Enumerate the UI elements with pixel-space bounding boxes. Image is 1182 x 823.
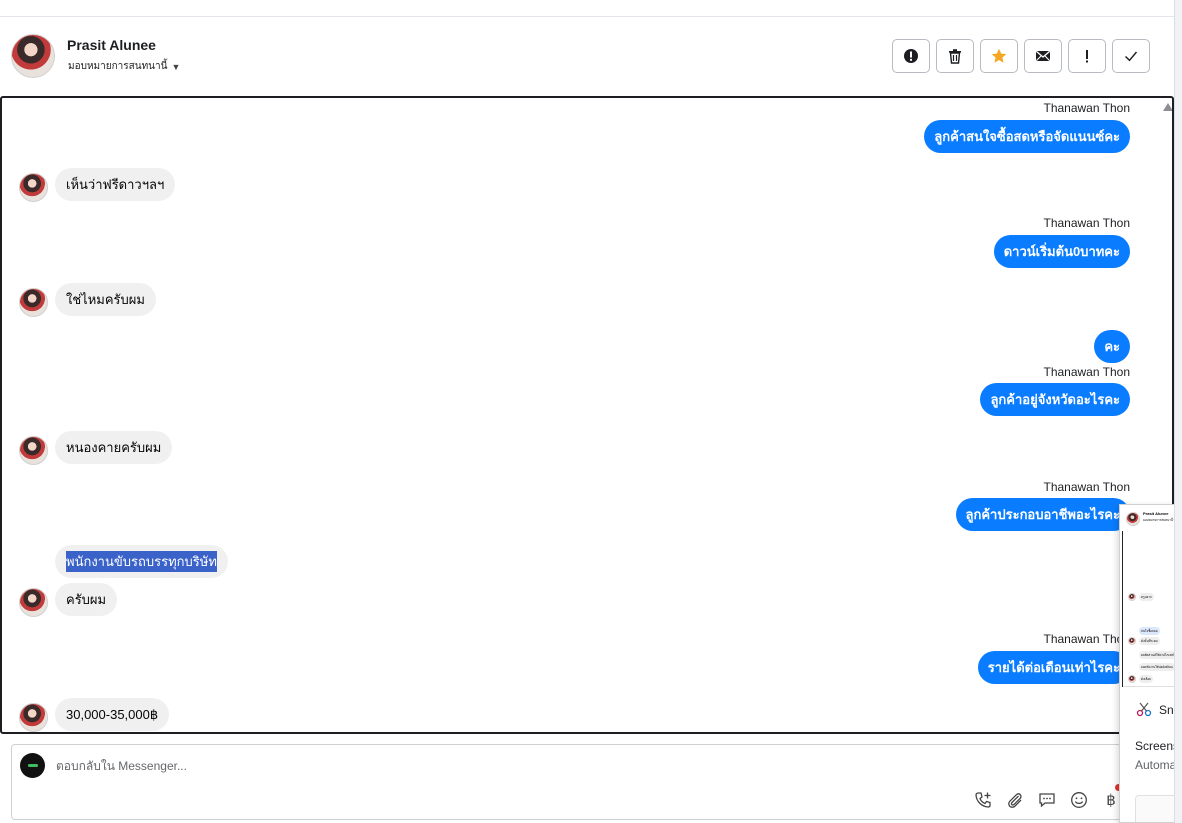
incoming-message[interactable]: ใช่ไหมครับผม — [55, 283, 156, 316]
delete-button[interactable] — [936, 39, 974, 73]
window-scrollbar[interactable] — [1174, 0, 1182, 823]
message-sender: Thanawan Thon — [1043, 101, 1130, 115]
saved-reply-icon[interactable] — [1036, 789, 1058, 811]
thumbnail-name: Prasit Alunee — [1143, 511, 1169, 516]
thumbnail-bubble: ดังนั้นที่ระดม — [1139, 637, 1160, 645]
thumbnail-message-avatar — [1128, 593, 1136, 601]
outgoing-message[interactable]: ลูกค้าสนใจซื้อสดหรือจัดแนนซ์คะ — [924, 120, 1130, 153]
message-sender: Thanawan Thon — [1043, 365, 1130, 379]
star-button[interactable] — [980, 39, 1018, 73]
assign-conversation-dropdown[interactable]: มอบหมายการสนทนานี้ ▼ — [68, 59, 180, 74]
contact-avatar-small[interactable] — [19, 588, 48, 617]
baht-icon[interactable]: ฿ — [1106, 792, 1116, 809]
mail-icon — [1036, 51, 1050, 61]
contact-avatar[interactable] — [11, 34, 55, 78]
outgoing-message[interactable]: คะ — [1094, 330, 1130, 363]
contact-name[interactable]: Prasit Alunee — [67, 37, 156, 53]
top-divider — [0, 16, 1174, 17]
incoming-message[interactable]: เห็นว่าฟรีดาวฯลฯ — [55, 168, 176, 201]
incoming-message[interactable]: ครับผม — [55, 583, 118, 616]
thumbnail-bubble: ครูบอาจ — [1139, 593, 1154, 601]
thumbnail-subtitle: มอบหมายการสนทนานี้ ▾ — [1143, 518, 1176, 522]
trash-icon — [949, 49, 961, 64]
incoming-message[interactable]: พนักงานขับรถบรรทุกบริษัท — [55, 545, 228, 578]
emoji-icon[interactable] — [1068, 789, 1090, 811]
thumbnail-bubble: ยอดชั่งงานให้ปอย์เพลิอน — [1139, 663, 1175, 671]
scissors-icon — [1136, 702, 1152, 717]
assign-label: มอบหมายการสนทนานี้ — [68, 61, 168, 72]
message-sender: Thanawan Thon — [1043, 216, 1130, 230]
snip-subtitle: Automa — [1135, 758, 1177, 772]
message-thread[interactable]: Thanawan Thon ลูกค้าสนใจซื้อสดหรือจัดแนน… — [0, 96, 1174, 734]
check-icon — [1125, 51, 1138, 62]
scroll-up-arrow-icon[interactable] — [1163, 103, 1172, 111]
star-icon — [991, 48, 1007, 63]
call-add-icon[interactable] — [972, 789, 994, 811]
header-actions — [892, 39, 1150, 73]
contact-avatar-small[interactable] — [19, 703, 48, 732]
follow-up-button[interactable] — [1068, 39, 1106, 73]
outgoing-message[interactable]: รายได้ต่อเดือนเท่าไรคะ — [977, 651, 1130, 684]
thumbnail-message-avatar — [1128, 675, 1136, 683]
thumbnail-avatar — [1126, 512, 1140, 526]
thumbnail-bubble: ดังเลือย — [1139, 675, 1153, 683]
notification-dot — [1115, 784, 1122, 791]
selected-text[interactable]: พนักงานขับรถบรรทุกบริษัท — [66, 551, 217, 572]
report-icon — [904, 49, 918, 63]
composer-tools: ฿ — [972, 789, 1122, 811]
caret-down-icon: ▼ — [171, 61, 181, 72]
incoming-message[interactable]: หนองคายครับผม — [55, 431, 173, 464]
mark-unread-button[interactable] — [1024, 39, 1062, 73]
snip-title: Screens — [1135, 739, 1180, 753]
screenshot-thumbnail[interactable]: Prasit Alunee มอบหมายการสนทนานี้ ▾ ครูบอ… — [1122, 507, 1182, 687]
conversation-header: Prasit Alunee มอบหมายการสนทนานี้ ▼ — [0, 17, 1174, 97]
thumbnail-bubble: สนใจซื้อลมอ — [1139, 627, 1160, 635]
thumbnail-bubble: ผลสัดส่วนค์ให้ค่าอ์โกเลทนี้ — [1139, 651, 1178, 659]
outgoing-message[interactable]: ลูกค้าอยู่จังหวัดอะไรคะ — [980, 383, 1130, 416]
outgoing-message[interactable]: ดาวน์เริ่มต้น0บาทคะ — [993, 235, 1130, 268]
page-avatar — [20, 753, 45, 778]
outgoing-message[interactable]: ลูกค้าประกอบอาชีพอะไรคะ — [955, 498, 1130, 531]
snipping-tool-notification[interactable]: Prasit Alunee มอบหมายการสนทนานี้ ▾ ครูบอ… — [1119, 504, 1182, 823]
thumbnail-message-avatar — [1128, 637, 1136, 645]
important-icon — [1086, 50, 1088, 63]
reply-composer: ฿ — [11, 744, 1174, 820]
report-spam-button[interactable] — [892, 39, 930, 73]
message-sender: Thanawan Thon — [1043, 480, 1130, 494]
thumbnail-frame: ครูบอาจ สนใจซื้อลมอ ดังนั้นที่ระดม ผลสัด… — [1122, 531, 1182, 687]
contact-avatar-small[interactable] — [19, 288, 48, 317]
message-sender: Thanawan Thon — [1043, 632, 1130, 646]
contact-avatar-small[interactable] — [19, 173, 48, 202]
attach-icon[interactable] — [1004, 789, 1026, 811]
reply-input[interactable] — [56, 759, 756, 773]
mark-done-button[interactable] — [1112, 39, 1150, 73]
incoming-message[interactable]: 30,000-35,000฿ — [55, 698, 170, 731]
contact-avatar-small[interactable] — [19, 436, 48, 465]
